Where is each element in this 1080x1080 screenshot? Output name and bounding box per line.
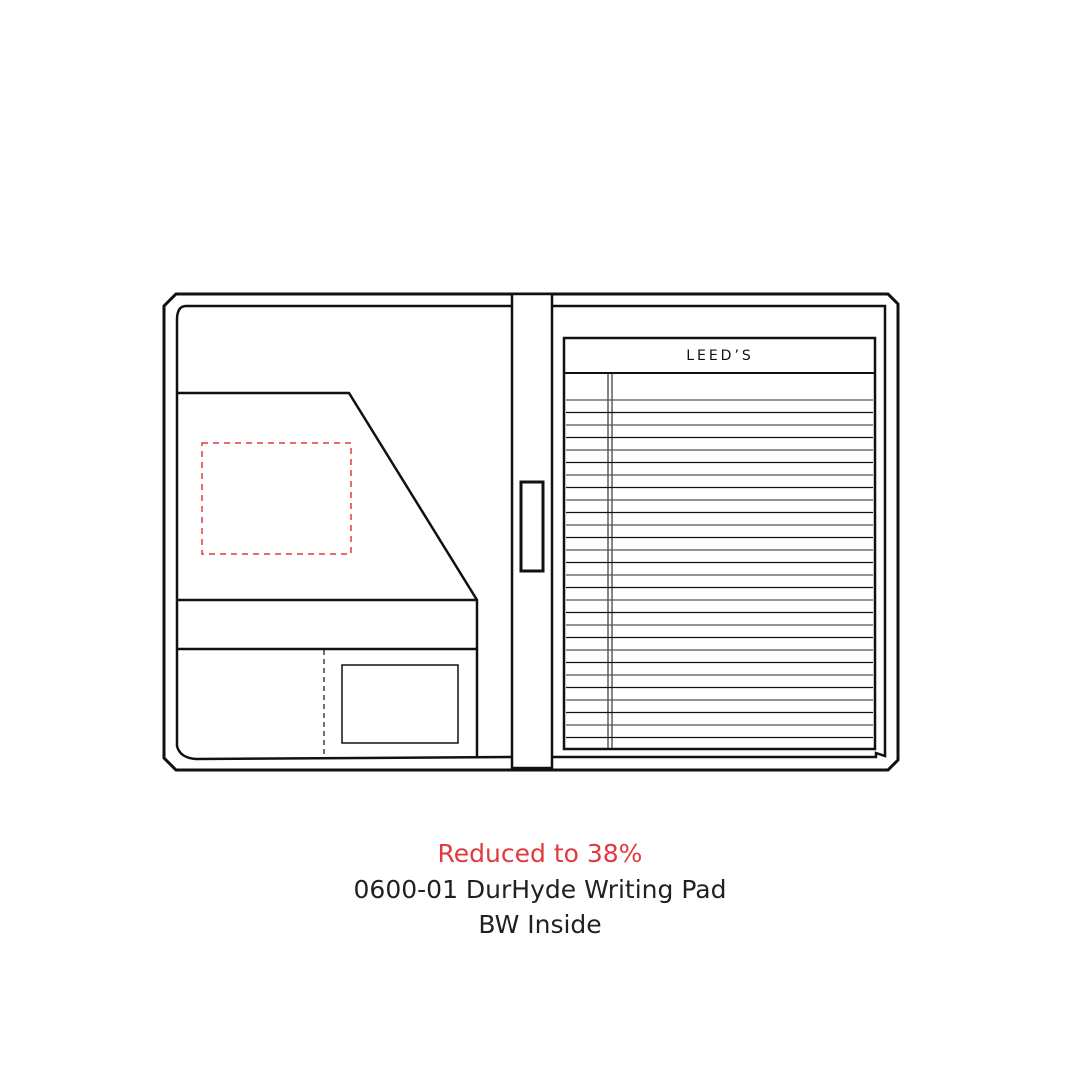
pen-loop	[519, 480, 545, 573]
business-card-window	[341, 664, 459, 744]
right-panel-outline	[552, 304, 887, 759]
pad-ruled-lines	[566, 399, 873, 739]
spine-strip	[510, 292, 554, 770]
pad-brand-label: LEED’S	[686, 348, 754, 364]
portfolio-outer-outline	[162, 292, 900, 772]
writing-pad	[562, 336, 877, 751]
imprint-area	[201, 442, 352, 555]
left-panel-outline	[175, 304, 513, 761]
product-title: 0600-01 DurHyde Writing Pad	[353, 875, 727, 904]
view-label: BW Inside	[478, 910, 602, 939]
reduction-note: Reduced to 38%	[437, 839, 643, 868]
angled-pocket	[177, 391, 479, 757]
